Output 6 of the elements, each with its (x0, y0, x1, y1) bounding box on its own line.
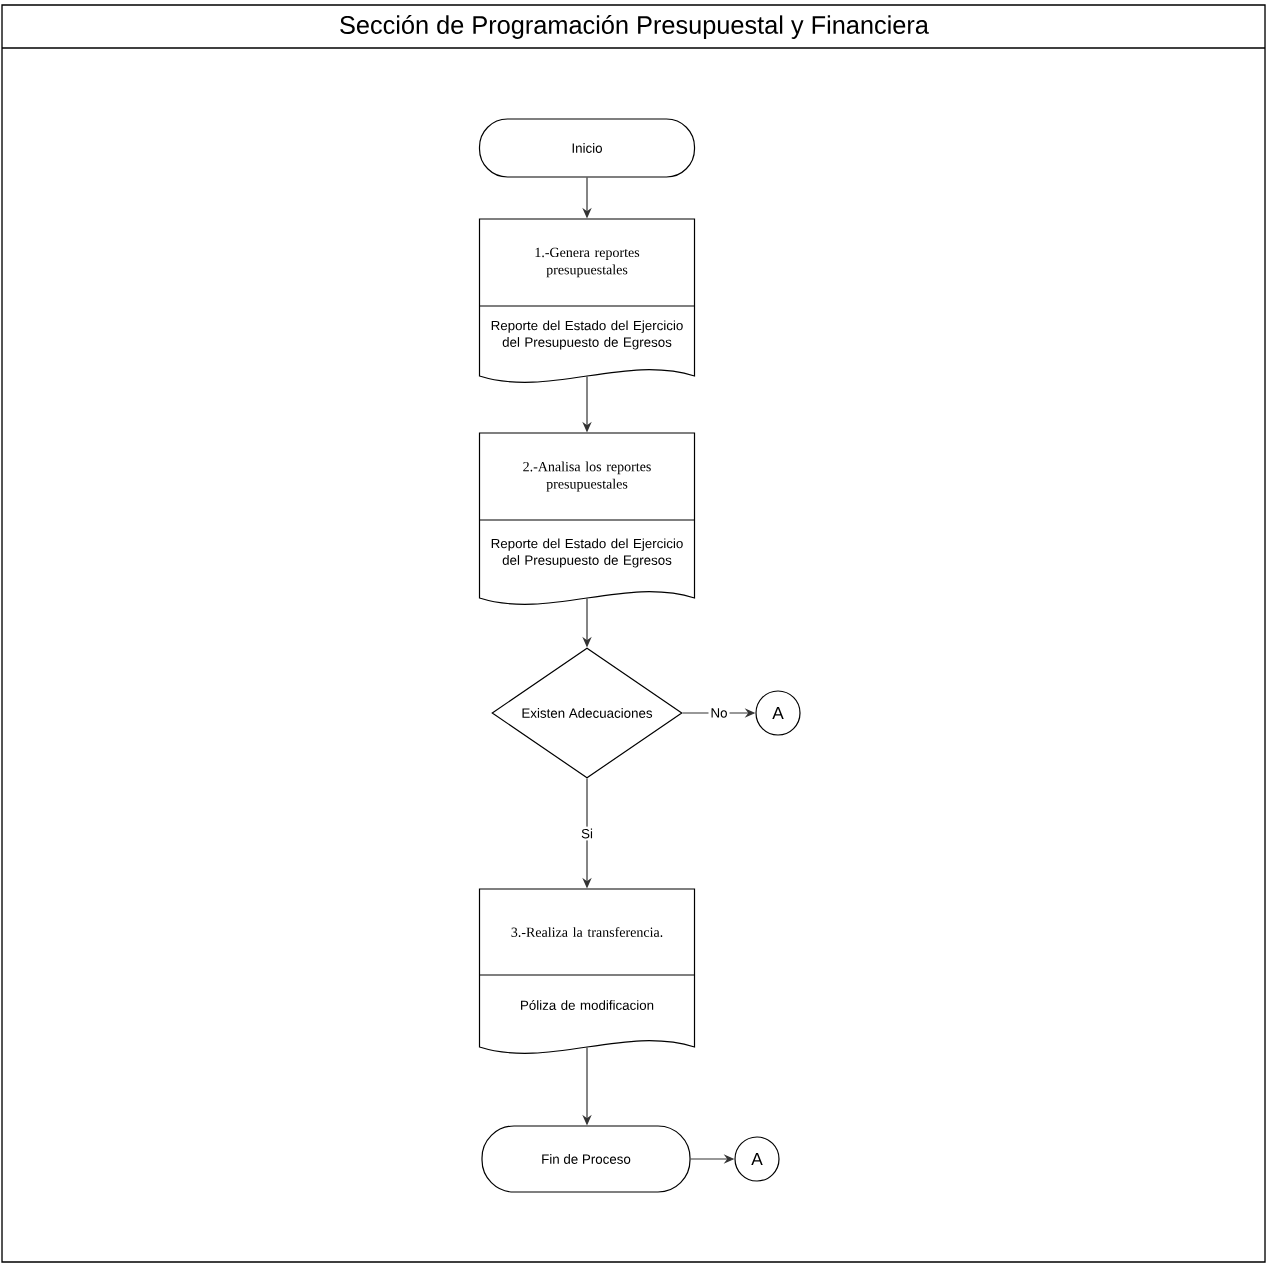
edge-label: Si (579, 826, 595, 841)
process-box: 1.-Genera reportes presupuestales Reporte del Estado del Ejercicio del Presupuesto de Egresos (478, 218, 696, 383)
process-box: 2.-Analisa los reportes presupuestales Reporte del Estado del Ejercicio del Presupuesto de Egresos (478, 432, 696, 605)
title: Sección de Programación Presupuestal y Financiera (340, 15, 929, 39)
edge-label: No (708, 706, 730, 720)
process-box: 3.-Realiza la transferencia. Póliza de modificacion (478, 888, 696, 1054)
